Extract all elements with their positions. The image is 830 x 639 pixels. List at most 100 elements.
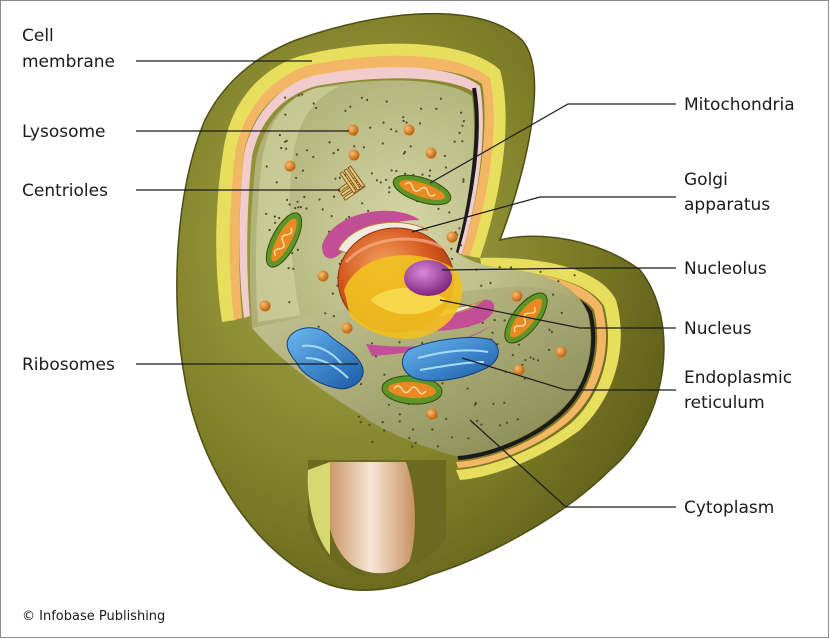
ribosome-dot <box>480 424 482 426</box>
ribosome-dot <box>437 445 439 447</box>
ribosome-dot <box>300 206 302 208</box>
ribosome-dot <box>458 227 460 229</box>
ribosome-dot <box>366 99 368 101</box>
ribosome-dot <box>360 421 362 423</box>
ribosome-dot <box>410 145 412 147</box>
ribosome-dot <box>552 294 554 296</box>
ribosome-dot <box>269 229 271 231</box>
ribosome-dot <box>408 437 410 439</box>
ribosome-dot <box>284 114 286 116</box>
ribosome-dot <box>292 268 294 270</box>
ribosome-dot <box>512 354 514 356</box>
ribosome-dot <box>382 142 384 144</box>
ribosome-dot <box>385 179 387 181</box>
ribosome-dot <box>454 141 456 143</box>
ribosome-dot <box>266 165 268 167</box>
ribosome-dot <box>461 140 463 142</box>
ribosome-dot <box>315 107 317 109</box>
ribosome-dot <box>371 441 373 443</box>
label-er-line1: Endoplasmic <box>684 368 792 388</box>
label-nucleus: Nucleus <box>684 319 752 339</box>
ribosome-dot <box>324 312 326 314</box>
ribosome-dot <box>399 420 401 422</box>
ribosome-dot <box>383 374 385 376</box>
ribosome-dot <box>445 166 447 168</box>
ribosome-dot <box>280 147 282 149</box>
ribosome-dot <box>463 120 465 122</box>
ribosome-dot <box>313 102 315 104</box>
ribosome-dot <box>403 120 405 122</box>
ribosome-dot <box>337 149 339 151</box>
ribosome-dot <box>474 404 476 406</box>
ribosome-dot <box>462 181 464 183</box>
label-golgi-line1: Golgi <box>684 170 728 190</box>
ribosome-dot <box>450 248 452 250</box>
ribosome-dot <box>548 349 550 351</box>
ribosome-dot <box>420 108 422 110</box>
ribosome-dot <box>551 331 553 333</box>
ribosome-dot <box>294 207 296 209</box>
ribosome-dot <box>265 213 267 215</box>
ribosome-dot <box>517 418 519 420</box>
ribosome-dot <box>305 207 307 209</box>
label-cell-membrane-line2: membrane <box>22 52 115 72</box>
ribosome-dot <box>331 215 333 217</box>
ribosome-dot <box>297 206 299 208</box>
ribosome-dot <box>333 152 335 154</box>
ribosome-dot <box>295 177 297 179</box>
ribosome-dot <box>382 421 384 423</box>
label-cell-membrane-line1: Cell <box>22 26 54 46</box>
ribosome-dot <box>391 169 393 171</box>
ribosome-dot <box>419 122 421 124</box>
ribosome-dot <box>390 128 392 130</box>
ribosome-dot <box>492 403 494 405</box>
ribosome-dot <box>302 170 304 172</box>
ribosome-dot <box>358 416 360 418</box>
ribosome-dot <box>349 106 351 108</box>
ribosome-dot <box>371 342 373 344</box>
ribosome-dot <box>353 145 355 147</box>
ribosome-dot <box>402 116 404 118</box>
ribosome-dot <box>297 201 299 203</box>
ribosome-dot <box>440 98 442 100</box>
ribosome-dot <box>361 202 363 204</box>
ribosome-dot <box>398 341 400 343</box>
label-cytoplasm: Cytoplasm <box>684 498 774 518</box>
ribosome-dot <box>421 174 423 176</box>
ribosome-dot <box>415 442 417 444</box>
label-nucleolus: Nucleolus <box>684 259 767 279</box>
ribosome-dot <box>388 186 390 188</box>
ribosome-dot <box>368 424 370 426</box>
ribosome-dot <box>363 146 365 148</box>
ribosome-dot <box>444 155 446 157</box>
ribosome-dot <box>332 293 334 295</box>
ribosome-dot <box>395 170 397 172</box>
ribosome-dot <box>533 358 535 360</box>
label-lysosome: Lysosome <box>22 122 106 142</box>
ribosome-dot <box>383 430 385 432</box>
ribosome-dot <box>460 244 462 246</box>
ribosome-dot <box>445 418 447 420</box>
label-ribosomes: Ribosomes <box>22 355 115 375</box>
ribosome-dot <box>412 428 414 430</box>
ribosome-dot <box>428 175 430 177</box>
ribosome-dot <box>489 282 491 284</box>
ribosome-dot <box>406 121 408 123</box>
ribosome-dot <box>284 141 286 143</box>
ribosome-dot <box>288 301 290 303</box>
ribosome-dot <box>437 208 439 210</box>
ribosome-dot <box>285 148 287 150</box>
ribosome-dot <box>467 388 469 390</box>
ribosome-dot <box>386 100 388 102</box>
ribosome-dot <box>460 112 462 114</box>
ribosome-dot <box>369 127 371 129</box>
ribosome-dot <box>399 413 401 415</box>
ribosome-dot <box>491 332 493 334</box>
ribosome-dot <box>461 125 463 127</box>
ribosome-dot <box>318 198 320 200</box>
ribosome-dot <box>306 149 308 151</box>
ribosome-dot <box>367 210 369 212</box>
ribosome-dot <box>540 271 542 273</box>
ribosome-dot <box>506 422 508 424</box>
